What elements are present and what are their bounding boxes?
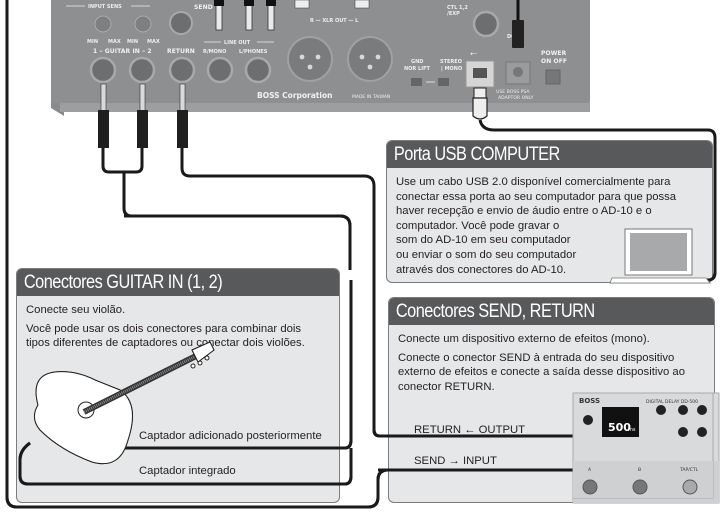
footswitch-b-label: B	[638, 467, 641, 473]
guitar-in-1-jack[interactable]	[89, 56, 117, 84]
dd500-pedal: BOSS DIGITAL DELAY DD-500 500 ms A B TAP…	[572, 392, 720, 504]
usb-box-line: ou enviar o som do seu computador	[396, 248, 577, 261]
cable-plugs	[98, 83, 488, 148]
caption-send-input: SEND → INPUT	[414, 455, 497, 467]
xlr-out-l-jack[interactable]	[347, 36, 393, 82]
r-mono-label: R/MONO	[203, 49, 226, 55]
usb-box-line: computador. Você pode gravar o	[396, 219, 560, 232]
pedal-brand: BOSS	[579, 397, 600, 405]
input-sens-knob-1[interactable]	[94, 15, 112, 33]
xlr-out-label: R — XLR OUT — L	[310, 18, 359, 24]
usb-box-line: som do AD-10 em seu computador	[396, 234, 571, 247]
power-label: POWER	[541, 50, 567, 57]
xlr-out-r-jack[interactable]	[287, 36, 333, 82]
mono-label: | MONO	[441, 66, 462, 72]
return-jack[interactable]	[168, 56, 196, 84]
send-jack[interactable]	[169, 11, 193, 35]
gnd-lift-switch[interactable]	[411, 78, 422, 86]
power-switch[interactable]	[545, 69, 561, 85]
nor-lift-label: NOR LIFT	[404, 66, 430, 72]
max-label-1: MAX	[108, 39, 121, 45]
footswitch-b	[632, 479, 648, 495]
brand-label: BOSS Corporation	[257, 91, 332, 100]
usb-box-line: através dos conectores do AD-10.	[396, 263, 567, 276]
ctl-exp-label-2: /EXP	[447, 11, 460, 17]
dc-plug	[512, 20, 524, 48]
pedal-model: DIGITAL DELAY DD-500	[647, 399, 704, 405]
max-label-2: MAX	[147, 39, 160, 45]
usb-icon: ⭠	[470, 48, 477, 58]
usb-box-line: conectar essa porta ao seu computador pa…	[396, 190, 677, 203]
caption-builtin-pickup: Captador integrado	[139, 465, 236, 477]
min-label-1: MIN	[87, 39, 98, 45]
return-label: RETURN	[167, 48, 195, 55]
gnd-label: GND	[411, 59, 423, 65]
stereo-mono-switch[interactable]	[438, 78, 449, 86]
footswitch-a	[582, 479, 598, 495]
acoustic-guitar-illustration	[34, 341, 215, 465]
min-label-2: MIN	[127, 39, 138, 45]
made-in-label: MADE IN TAIWAN	[352, 94, 390, 100]
usb-box-line: Use um cabo USB 2.0 disponível comercial…	[396, 176, 671, 188]
line-out-l-phones-jack[interactable]	[244, 56, 272, 84]
input-sens-label: INPUT SENS	[88, 4, 122, 10]
usb-computer-box: Porta USB COMPUTER Use um cabo USB 2.0 d…	[386, 140, 713, 283]
footswitch-tap-label: TAP/CTL	[682, 467, 702, 473]
guitar-in-label: 1 – GUITAR IN – 2	[93, 48, 152, 55]
ctl-exp-label: CTL 1,2	[447, 5, 468, 11]
ctl-exp-jack[interactable]	[472, 10, 500, 38]
on-off-label: ON OFF	[541, 58, 567, 65]
send-label: SEND	[194, 4, 213, 11]
caption-added-pickup: Captador adicionado posteriormente	[139, 430, 322, 442]
line-out-r-mono-jack[interactable]	[206, 56, 234, 84]
usb-box-line: haver recepção e envio de áudio entre o …	[396, 205, 652, 218]
line-out-label: LINE OUT	[224, 40, 251, 46]
l-phones-label: L/PHONES	[239, 49, 268, 55]
device-rear-panel: INPUT SENS MIN MAX MIN MAX 1 – GUITAR IN…	[51, 0, 590, 116]
usb-box-title: Porta USB COMPUTER	[387, 141, 712, 168]
adaptor-label-2: ADAPTOR ONLY	[498, 95, 534, 101]
footswitch-tap	[682, 479, 698, 495]
guitar-in-2-jack[interactable]	[128, 56, 156, 84]
caption-return-output: RETURN ← OUTPUT	[414, 424, 526, 436]
adaptor-label: USE BOSS PSA	[496, 89, 530, 95]
input-sens-knob-2[interactable]	[134, 15, 152, 33]
stereo-label: STEREO	[440, 59, 462, 65]
pedal-display-unit: ms	[628, 427, 636, 433]
